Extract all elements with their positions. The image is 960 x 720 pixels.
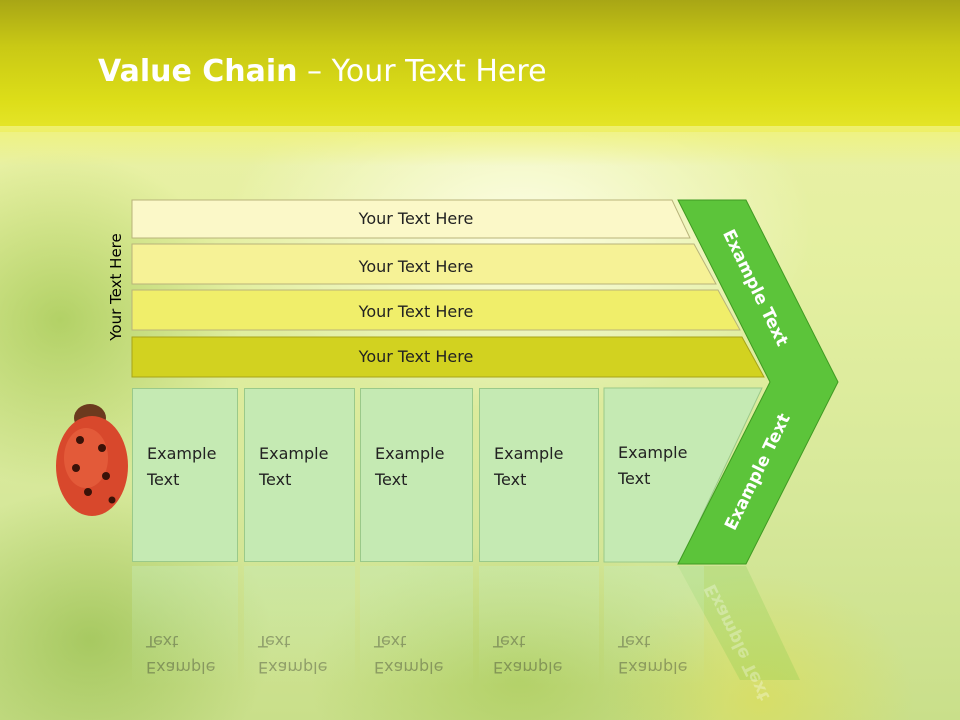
page-title: Value Chain – Your Text Here bbox=[98, 54, 547, 89]
row-3-shape bbox=[131, 289, 741, 331]
row-2-shape bbox=[131, 243, 717, 285]
row-4-label: Your Text Here bbox=[358, 347, 474, 366]
row-2: Your Text Here bbox=[131, 243, 717, 285]
row-3-label: Your Text Here bbox=[358, 302, 474, 321]
row-4-shape bbox=[131, 336, 765, 378]
chevron-shape bbox=[677, 199, 839, 565]
ladybug-image bbox=[56, 404, 128, 516]
row-1: Your Text Here bbox=[131, 199, 691, 239]
chevron-reflection bbox=[678, 566, 800, 680]
row-3: Your Text Here bbox=[131, 289, 741, 331]
title-bold: Value Chain bbox=[98, 54, 298, 89]
title-rest: – Your Text Here bbox=[297, 54, 547, 89]
row-4: Your Text Here bbox=[131, 336, 765, 378]
row-1-label: Your Text Here bbox=[358, 209, 474, 228]
title-band bbox=[0, 0, 960, 166]
row-1-shape bbox=[131, 199, 691, 239]
row-2-label: Your Text Here bbox=[358, 257, 474, 276]
